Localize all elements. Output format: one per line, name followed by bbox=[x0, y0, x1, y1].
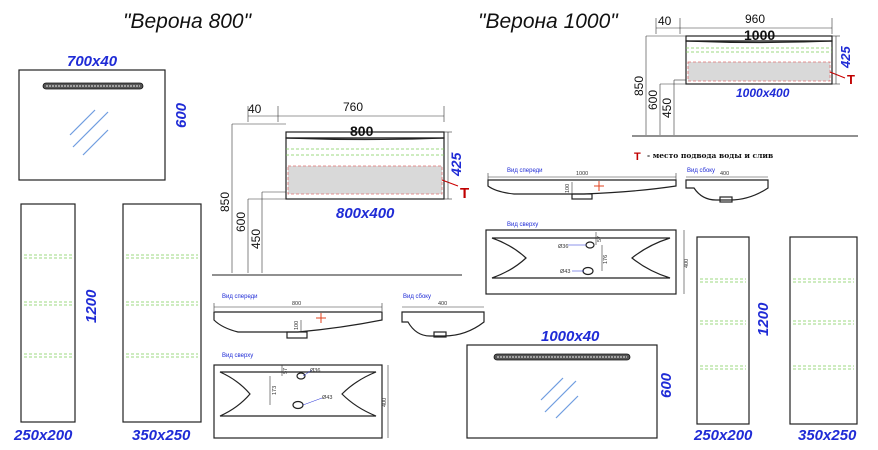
mirror-800 bbox=[18, 69, 166, 181]
sink-1000-depth: 400 bbox=[720, 171, 729, 177]
mirror-1000 bbox=[466, 344, 658, 439]
sink-800-width: 800 bbox=[292, 301, 301, 307]
sink-800-d57: 57 bbox=[283, 368, 289, 374]
cabinet-1000-height: 425 bbox=[838, 46, 853, 69]
cabinet-1000-h600: 600 bbox=[646, 90, 660, 110]
note-text: - место подвода воды и слив bbox=[647, 151, 773, 160]
sink-1000-d43: Ø43 bbox=[560, 269, 570, 275]
note-tap-symbol: T bbox=[634, 151, 641, 163]
cabinet-800-top-label: 800 bbox=[350, 123, 374, 139]
cabinet-1000-h450: 450 bbox=[660, 98, 674, 118]
cabinet-800-h450: 450 bbox=[249, 229, 263, 249]
tall-800-size-a: 250x200 bbox=[13, 427, 73, 444]
cabinet-800-size: 800x400 bbox=[336, 205, 395, 222]
cabinet-800-height: 425 bbox=[448, 152, 464, 177]
sink-1000-side-view bbox=[685, 176, 769, 203]
cabinet-1000-top-label: 1000 bbox=[744, 27, 775, 43]
cabinet-1000-offset: 40 bbox=[658, 14, 672, 28]
title-verona-800: "Верона 800" bbox=[123, 10, 253, 33]
tall-cabinet-1000-b bbox=[789, 236, 858, 425]
sink-1000-front-view bbox=[487, 173, 677, 200]
sink-1000-depth-top: 400 bbox=[684, 259, 690, 268]
tall-cabinet-800-a bbox=[20, 203, 76, 423]
mirror-1000-height: 600 bbox=[658, 372, 675, 398]
sink-800-side-label: Вид сбоку bbox=[403, 294, 431, 300]
tall-800-size-b: 350x250 bbox=[132, 427, 191, 444]
tall-cabinet-800-b bbox=[122, 203, 202, 423]
sink-800-depth: 400 bbox=[438, 301, 447, 307]
sink-800-front-label: Вид спереди bbox=[222, 294, 258, 300]
sink-1000-top-view bbox=[485, 229, 685, 295]
sink-1000-side-label: Вид сбоку bbox=[687, 168, 715, 174]
cabinet-1000-width-total: 960 bbox=[745, 12, 765, 26]
cabinet-1000-size: 1000x400 bbox=[736, 86, 790, 100]
sink-1000-top-label: Вид сверху bbox=[507, 222, 538, 228]
sink-1000-d57: 57 bbox=[597, 236, 603, 242]
cabinet-800-h850: 850 bbox=[218, 192, 232, 212]
sink-1000-width: 1000 bbox=[576, 171, 588, 177]
cabinet-800-tap-symbol: T bbox=[460, 185, 469, 202]
sink-800-h100: 100 bbox=[294, 321, 300, 330]
cabinet-1000-tap-symbol: T bbox=[847, 72, 855, 87]
mirror-800-size: 700x40 bbox=[67, 53, 118, 70]
cabinet-800 bbox=[212, 106, 462, 276]
cabinet-800-offset: 40 bbox=[248, 102, 262, 116]
cabinet-1000 bbox=[632, 18, 858, 137]
sink-1000-d36: Ø36 bbox=[558, 244, 568, 250]
sink-800-front-view bbox=[213, 303, 383, 339]
sink-800-d36: Ø36 bbox=[310, 368, 320, 374]
tall-800-height: 1200 bbox=[83, 289, 100, 323]
sink-800-depth-top: 400 bbox=[382, 398, 388, 407]
cabinet-800-h600: 600 bbox=[234, 212, 248, 232]
sink-800-side-view bbox=[401, 306, 485, 338]
sink-1000-h100: 100 bbox=[565, 184, 571, 193]
tall-1000-size-a: 250x200 bbox=[693, 427, 753, 444]
tall-1000-height: 1200 bbox=[755, 302, 772, 336]
mirror-1000-size: 1000x40 bbox=[541, 328, 600, 345]
mirror-800-height: 600 bbox=[173, 102, 190, 128]
sink-800-top-label: Вид сверху bbox=[222, 353, 253, 359]
sink-800-d43: Ø43 bbox=[322, 395, 332, 401]
sink-800-top-view bbox=[213, 364, 389, 439]
cabinet-800-width-total: 760 bbox=[343, 100, 363, 114]
tall-cabinet-1000-a bbox=[696, 236, 750, 425]
cabinet-1000-h850: 850 bbox=[632, 76, 646, 96]
sink-1000-front-label: Вид спереди bbox=[507, 168, 543, 174]
tall-1000-size-b: 350x250 bbox=[798, 427, 857, 444]
sink-1000-d176: 176 bbox=[603, 255, 609, 264]
sink-800-d173: 173 bbox=[272, 386, 278, 395]
title-verona-1000: "Верона 1000" bbox=[478, 10, 619, 33]
